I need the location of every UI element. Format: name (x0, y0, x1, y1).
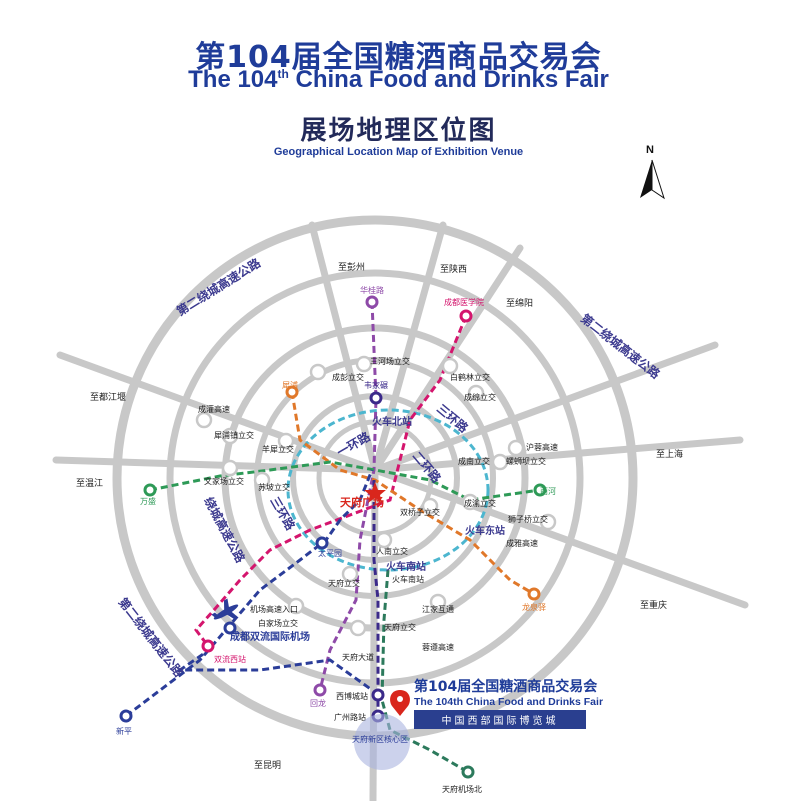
zone-label-tianfu-new: 天府新区核心区 (352, 734, 408, 744)
venue-title-en: The 104th China Food and Drinks Fair (414, 696, 604, 708)
center-star-icon (364, 482, 386, 503)
metro-line-orange (290, 391, 535, 596)
station-weijianian (369, 391, 383, 405)
metro-line-7 (286, 408, 490, 572)
ring-label-outer-ne: 第二绕城高速公路 (578, 311, 664, 383)
ic-xipu: 犀浦镇立交 (214, 430, 254, 440)
station-label-longquan: 龙泉驿 (522, 602, 546, 612)
ic-chengya: 成雅高速 (506, 538, 538, 548)
venue-title-cn: 第104届全国糖酒商品交易会 (414, 679, 598, 695)
north-arrow-icon (640, 159, 665, 200)
station-label-med: 成都医学院 (444, 297, 484, 307)
dir-shaanxi: 至陕西 (440, 263, 467, 275)
ic-yangxi: 羊犀立交 (262, 444, 294, 454)
station-label-east: 火车东站 (465, 524, 505, 537)
station-label-huagui: 华桂路 (360, 285, 384, 295)
metro-line-magenta (194, 315, 468, 647)
dir-dujiangyan: 至都江堰 (90, 392, 126, 403)
ic-chengpeng: 成彭立交 (332, 372, 364, 382)
station-label-xipu: 犀浦 (282, 380, 298, 390)
metro-line-purple (318, 301, 378, 691)
station-xibo (371, 688, 385, 702)
station-huagui (365, 295, 379, 309)
north-label: N (646, 144, 654, 156)
ring-third (221, 324, 529, 632)
station-xinping (119, 709, 133, 723)
ic-tianfu-li: 天府立交 (384, 622, 416, 632)
station-label-wansheng: 万盛 (140, 496, 156, 506)
station-label-taiping: 太平园 (318, 548, 342, 558)
ic-tianfu-ave: 天府大道 (342, 652, 374, 662)
station-wansheng (143, 483, 157, 497)
station-label-xibo: 西博城站 (336, 691, 368, 701)
venue-pin-icon (390, 690, 410, 716)
station-xipu (285, 385, 299, 399)
station-label-huonan: 火车南站 (392, 574, 424, 584)
ic-shiziqiao: 狮子桥立交 (508, 514, 548, 524)
station-airport (223, 621, 237, 635)
station-label-airport: 成都双流国际机场 (230, 630, 310, 643)
ic-chengguan: 成灌高速 (198, 404, 230, 414)
ic-chengnan: 成南立交 (458, 456, 490, 466)
ic-wenjia: 文家场立交 (204, 476, 244, 486)
dir-chongqing: 至重庆 (640, 599, 667, 611)
ic-huyong: 沪蓉高速 (526, 442, 558, 452)
station-label-tianfu-airport-n: 天府机场北 (442, 784, 482, 794)
ic-chengmian: 成绵立交 (464, 392, 496, 402)
ic-luoshiba: 螺蛳坝立交 (506, 456, 546, 466)
ic-shuangqiaozi: 双桥子立交 (400, 507, 440, 517)
dir-mianyang: 至绵阳 (506, 297, 533, 309)
ic-jiangjia: 江家互通 (422, 604, 454, 614)
venue-hall: 中国西部国际博览城 (414, 710, 586, 729)
station-label-huilong: 回龙 (310, 698, 326, 708)
ic-chengyu: 成渝立交 (464, 498, 496, 508)
ring-outer-inner (166, 269, 584, 687)
dir-kunming: 至昆明 (254, 760, 281, 771)
interchange-nodes (195, 355, 557, 637)
station-shuangliu-west (201, 639, 215, 653)
ic-sanhechang: 三河场立交 (370, 356, 410, 366)
ring-first (316, 419, 434, 537)
airplane-icon (211, 598, 239, 620)
title-chinese: 第104届全国糖酒商品交易会 (195, 40, 602, 75)
tianfu-new-area-zone (354, 714, 410, 770)
station-taiping (315, 536, 329, 550)
station-tianfu-airport-n (461, 765, 475, 779)
station-label-south: 火车南站 (386, 560, 426, 573)
station-label-shuangliu-west: 双流西站 (214, 654, 246, 664)
station-label-weijianian: 韦家碾 (364, 380, 388, 390)
ic-suba: 苏坡立交 (258, 482, 290, 492)
station-longquan (527, 587, 541, 601)
title-english: The 104th China Food and Drinks Fair (188, 66, 609, 93)
venue-callout: 第104届全国糖酒商品交易会 The 104th China Food and … (414, 676, 604, 729)
dir-shanghai: 至上海 (656, 448, 683, 460)
ic-baihelin: 白鹤林立交 (450, 372, 490, 382)
ic-baijiachang: 白家场立交 (258, 618, 298, 628)
subtitle-english: Geographical Location Map of Exhibition … (273, 146, 524, 158)
ic-renmin: 人南立交 (376, 546, 408, 556)
ring-label-outer-nw: 第二绕城高速公路 (174, 254, 264, 318)
ic-tianfu: 天府立交 (328, 578, 360, 588)
station-huilong (313, 683, 327, 697)
metro-line-airport (175, 646, 373, 692)
station-label-xihe: 西河 (540, 486, 556, 496)
station-label-xinping: 新平 (116, 726, 132, 736)
station-label-guangzhou: 广州路站 (334, 712, 366, 722)
ic-yongzun: 蓉遵高速 (422, 642, 454, 652)
ic-airport-entry: 机场高速入口 (250, 604, 298, 614)
subtitle-chinese: 展场地理区位图 (300, 116, 497, 146)
dir-wenjiang: 至温江 (76, 478, 103, 489)
dir-pengzhou: 至彭州 (338, 261, 365, 273)
station-label-north: 火车北站 (372, 415, 412, 428)
station-xihe (533, 483, 547, 497)
station-med (459, 309, 473, 323)
